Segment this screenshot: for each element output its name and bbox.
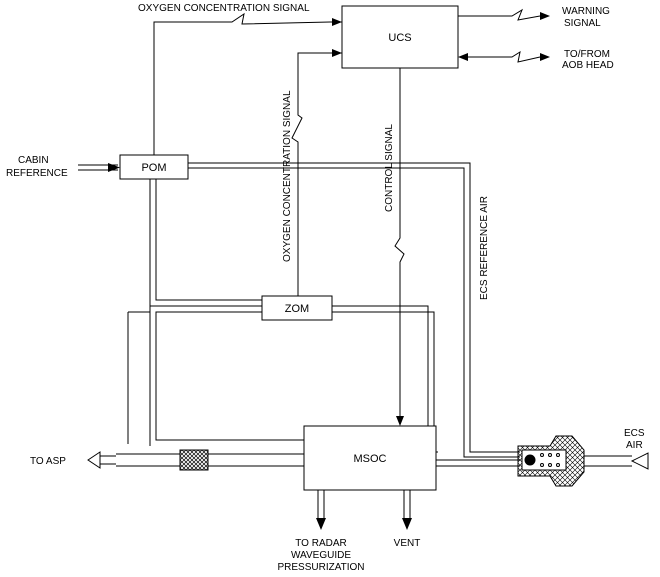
- arrow-radar: [316, 518, 326, 530]
- arrow-vent: [402, 518, 412, 530]
- ecs-inlet-pipe: [436, 459, 520, 467]
- to-asp-label: TO ASP: [30, 456, 66, 467]
- zom-label: ZOM: [285, 303, 309, 315]
- ecs-reference-pipe-top: [188, 162, 520, 458]
- valve-hole-4: [540, 463, 544, 467]
- cabin-reference-label-2: REFERENCE: [6, 168, 68, 179]
- arrow-into-ucs-left: [332, 49, 342, 57]
- warning-label-1: WARNING: [562, 6, 610, 17]
- arrow-aob-right: [540, 53, 550, 61]
- ecs-arrow-shaft: [612, 455, 632, 467]
- arrow-aob-left: [458, 53, 468, 61]
- msoc-label: MSOC: [354, 453, 387, 465]
- asp-arrow-shaft: [100, 455, 116, 465]
- ecs-air-label-1: ECS: [624, 428, 645, 439]
- ecs-valve-core: [521, 449, 567, 471]
- radar-outlet-pipe: [317, 490, 325, 520]
- control-signal-label: CONTROL SIGNAL: [384, 124, 395, 212]
- valve-hole-2: [548, 453, 552, 457]
- valve-hole-6: [556, 463, 560, 467]
- radar-label-1: TO RADAR: [295, 538, 347, 549]
- cabin-reference-label-1: CABIN: [18, 155, 49, 166]
- radar-label-2: WAVEGUIDE: [291, 550, 351, 561]
- msoc-box: [303, 425, 437, 491]
- oxygen-signal-line-vertical: [291, 52, 342, 296]
- oxygen-signal-vertical-label: OXYGEN CONCENTRATION SIGNAL: [282, 90, 293, 262]
- arrow-cabin-ref: [108, 163, 120, 172]
- zom-box: [261, 295, 333, 321]
- ucs-box: [341, 5, 459, 69]
- pom-down-pipe: [149, 179, 262, 307]
- pom-label: POM: [141, 162, 166, 174]
- oxygen-signal-line-top: [153, 12, 342, 157]
- valve-hole-5: [548, 463, 552, 467]
- oxygen-signal-top-label: OXYGEN CONCENTRATION SIGNAL: [138, 3, 310, 14]
- ecs-valve-ball: [524, 454, 536, 466]
- warning-signal-line: [458, 8, 541, 21]
- ecs-air-pipe: [584, 455, 612, 467]
- flow-restrictor: [179, 449, 209, 471]
- ecs-reference-air-label: ECS REFERENCE AIR: [479, 196, 490, 300]
- arrow-control-into-msoc: [396, 416, 404, 426]
- control-signal-line: [394, 68, 405, 418]
- aob-signal-line: [468, 50, 541, 63]
- left-loop-inner: [127, 311, 150, 444]
- vent-label: VENT: [394, 538, 421, 549]
- asp-pipe: [116, 453, 304, 467]
- radar-label-3: PRESSURIZATION: [277, 562, 364, 573]
- arrow-into-ucs-top: [332, 18, 342, 26]
- valve-hole-3: [556, 453, 560, 457]
- pom-box: [119, 154, 189, 180]
- aob-label-1: TO/FROM: [564, 49, 610, 60]
- ecs-air-label-2: AIR: [626, 440, 643, 451]
- ucs-label: UCS: [388, 32, 411, 44]
- warning-label-2: SIGNAL: [564, 18, 601, 29]
- arrow-to-asp: [87, 451, 101, 469]
- arrow-warning: [540, 12, 550, 20]
- zom-left-loop-pipe: [149, 305, 304, 446]
- aob-label-2: AOB HEAD: [562, 60, 614, 71]
- vent-outlet-pipe: [403, 490, 411, 520]
- arrow-ecs-air: [630, 452, 649, 470]
- valve-hole-1: [540, 453, 544, 457]
